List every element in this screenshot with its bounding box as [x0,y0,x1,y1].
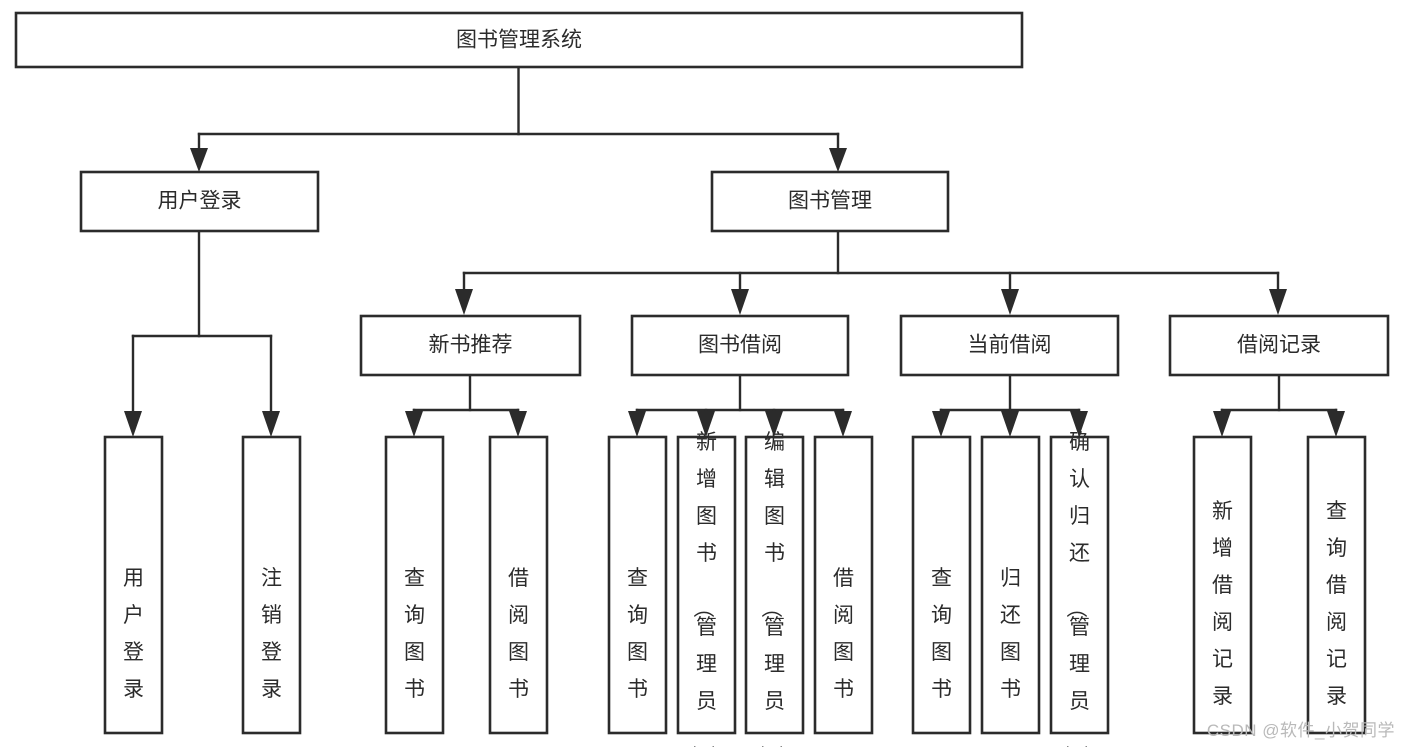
arrow-bm-c2 [731,289,749,315]
node-leaf-borrow-book-2[interactable]: 借阅图书 [813,435,874,735]
node-book-borrow-rect[interactable] [630,314,850,377]
node-leaf-borrow-book-2-rect[interactable] [813,435,874,735]
node-leaf-search-book-2[interactable]: 查询图书 [607,435,668,735]
node-leaf-borrow-book-2-label: 借阅图书 [833,567,854,701]
node-book-management-label: 图书管理 [788,190,872,213]
node-leaf-search-book-2-rect[interactable] [607,435,668,735]
arrow-bw-c3 [765,411,783,437]
node-current-borrow-rect[interactable] [899,314,1120,377]
node-book-borrow[interactable]: 图书借阅 [630,314,850,377]
arrow-cb-c3 [1070,411,1088,437]
node-leaf-confirm-return-admin[interactable]: 确认归还（管理员） [1049,431,1110,747]
edge-layer [124,65,1345,437]
node-borrow-record[interactable]: 借阅记录 [1168,314,1390,377]
arrow-bm-c4 [1269,289,1287,315]
node-book-management-rect[interactable] [710,170,950,233]
node-root-rect[interactable] [14,11,1024,69]
arrow-bm-c3 [1001,289,1019,315]
node-leaf-confirm-return-admin-rect[interactable] [1049,435,1110,735]
node-leaf-add-borrow-record-label: 新增借阅记录 [1212,500,1233,708]
node-leaf-user-login-rect[interactable] [103,435,164,735]
arrow-rc-c1 [1213,411,1231,437]
arrow-ul-c1 [124,411,142,437]
arrow-root-to-book-manage [829,148,847,172]
node-leaf-confirm-return-admin-label: 确认归还（管理员） [1064,431,1090,747]
node-leaf-search-borrow-record[interactable]: 查询借阅记录 [1306,435,1367,735]
node-leaf-edit-book-admin[interactable]: 编辑图书（管理员） [744,431,805,747]
node-borrow-record-rect[interactable] [1168,314,1390,377]
node-root-label: 图书管理系统 [456,29,582,52]
arrow-bm-c1 [455,289,473,315]
node-new-book-recommend[interactable]: 新书推荐 [359,314,582,377]
arrow-ul-c2 [262,411,280,437]
node-new-book-recommend-rect[interactable] [359,314,582,377]
node-leaf-search-borrow-record-rect[interactable] [1306,435,1367,735]
node-root[interactable]: 图书管理系统 [14,11,1024,69]
node-leaf-search-book-3[interactable]: 查询图书 [911,435,972,735]
node-book-management[interactable]: 图书管理 [710,170,950,233]
arrow-rc-c2 [1327,411,1345,437]
node-leaf-edit-book-admin-label: 编辑图书（管理员） [759,431,785,747]
arrow-bw-c1 [628,411,646,437]
node-leaf-add-borrow-record[interactable]: 新增借阅记录 [1192,435,1253,735]
node-leaf-search-book-1-label: 查询图书 [404,567,425,701]
arrow-cb-c1 [932,411,950,437]
arrow-nb-c1 [405,411,423,437]
arrow-root-to-user-login [190,148,208,172]
node-leaf-search-book-1[interactable]: 查询图书 [384,435,445,735]
node-book-borrow-label: 图书借阅 [698,334,782,357]
node-leaf-user-login[interactable]: 用户登录 [103,435,164,735]
arrow-cb-c2 [1001,411,1019,437]
node-leaf-return-book-rect[interactable] [980,435,1041,735]
node-leaf-return-book-label: 归还图书 [1000,567,1021,701]
arrow-bw-c4 [834,411,852,437]
node-leaf-search-borrow-record-label: 查询借阅记录 [1326,500,1347,708]
node-leaf-logout-label: 注销登录 [261,567,282,701]
node-leaf-search-book-2-label: 查询图书 [627,567,648,701]
node-leaf-add-borrow-record-rect[interactable] [1192,435,1253,735]
csdn-watermark: CSDN @软件_小贺同学 [1206,721,1395,740]
node-borrow-record-label: 借阅记录 [1237,334,1321,357]
node-leaf-logout[interactable]: 注销登录 [241,435,302,735]
node-leaf-add-book-admin[interactable]: 新增图书（管理员） [676,431,737,747]
node-user-login-label: 用户登录 [158,190,242,213]
node-leaf-borrow-book-1-label: 借阅图书 [508,567,529,701]
node-user-login-rect[interactable] [79,170,320,233]
node-leaf-search-book-3-rect[interactable] [911,435,972,735]
node-new-book-recommend-label: 新书推荐 [429,334,513,357]
node-leaf-search-book-3-label: 查询图书 [931,567,952,701]
node-leaf-return-book[interactable]: 归还图书 [980,435,1041,735]
node-leaf-user-login-label: 用户登录 [123,567,144,701]
node-user-login[interactable]: 用户登录 [79,170,320,233]
node-current-borrow-label: 当前借阅 [968,334,1052,357]
node-leaf-edit-book-admin-rect[interactable] [744,435,805,735]
arrow-nb-c2 [509,411,527,437]
node-leaf-add-book-admin-rect[interactable] [676,435,737,735]
node-leaf-logout-rect[interactable] [241,435,302,735]
node-leaf-borrow-book-1-rect[interactable] [488,435,549,735]
node-leaf-search-book-1-rect[interactable] [384,435,445,735]
node-leaf-borrow-book-1[interactable]: 借阅图书 [488,435,549,735]
arrow-bw-c2 [697,411,715,437]
node-leaf-add-book-admin-label: 新增图书（管理员） [691,431,717,747]
node-current-borrow[interactable]: 当前借阅 [899,314,1120,377]
